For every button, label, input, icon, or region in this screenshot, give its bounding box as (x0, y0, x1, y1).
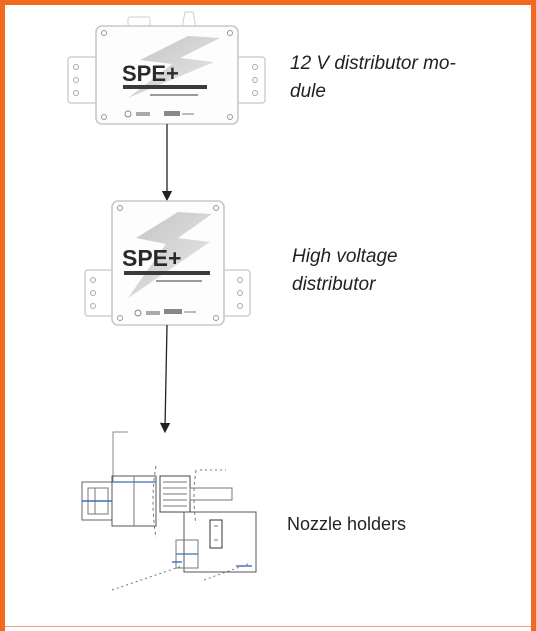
label-nozzle-holders: Nozzle holders (287, 514, 407, 534)
label-12v-line-1: 12 V distributor mo- (290, 53, 456, 74)
label-12v-line-2: dule (290, 81, 326, 102)
device-logo-1: SPE+ (122, 61, 179, 86)
high-voltage-distributor-device: SPE+ (84, 200, 251, 326)
device-logo-2: SPE+ (122, 245, 181, 271)
nozzle-holders-drawing (81, 431, 257, 591)
label-hv-line-1: High voltage (292, 246, 398, 267)
label-high-voltage-distributor: High voltage distributor (292, 243, 492, 299)
flow-arrow-2 (159, 324, 171, 434)
frame-top-border (0, 0, 536, 5)
label-hv-line-2: distributor (292, 274, 376, 295)
label-12v-distributor-module: 12 V distributor mo- dule (290, 50, 510, 106)
frame-left-border (0, 0, 5, 631)
frame-right-border (531, 0, 536, 631)
frame-bottom-border (5, 626, 531, 627)
distributor-12v-device: SPE+ (67, 11, 266, 125)
